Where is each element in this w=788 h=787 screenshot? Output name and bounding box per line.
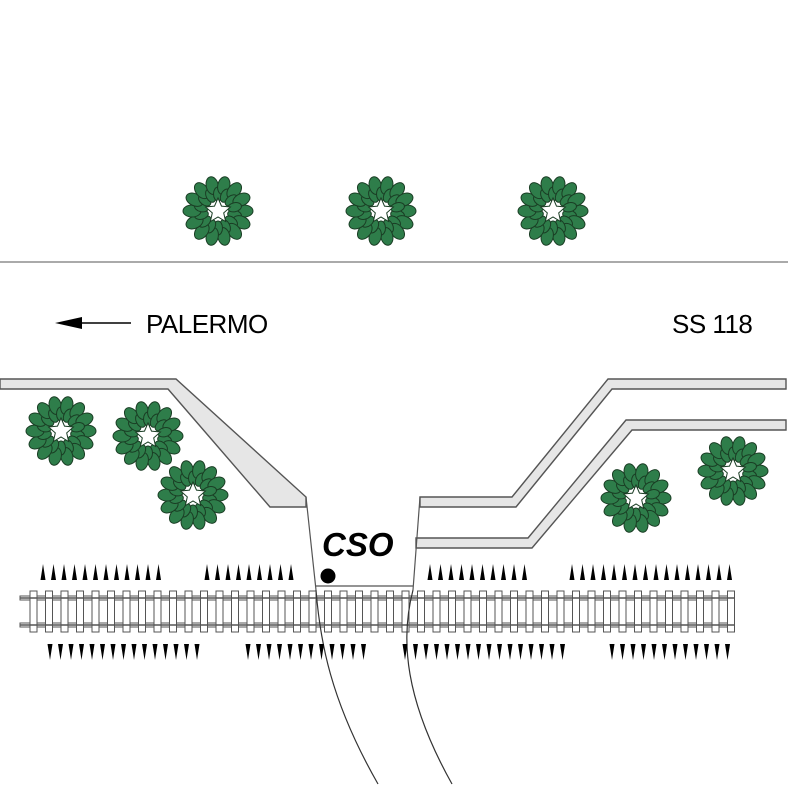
- tree-icon: [697, 436, 769, 506]
- railway-track: [19, 590, 735, 633]
- arrow-left-icon: [55, 317, 131, 329]
- station-dot-icon: [320, 568, 336, 584]
- tree-icon: [600, 463, 672, 533]
- grass-tufts: [40, 564, 732, 660]
- road-name-label: SS 118: [672, 309, 753, 339]
- curve-line-left: [315, 589, 379, 785]
- tree-icon: [25, 396, 97, 466]
- road-left: [0, 378, 307, 508]
- road-right-upper: [419, 378, 787, 508]
- tree-icon: [182, 176, 254, 246]
- tree-icon: [157, 460, 229, 530]
- station-outline: [305, 496, 421, 591]
- tree-icon: [112, 401, 184, 471]
- curve-line-right: [406, 589, 453, 785]
- direction-city-label: PALERMO: [146, 309, 268, 339]
- tree-icon: [517, 176, 589, 246]
- tree-icon: [345, 176, 417, 246]
- station-label: CSO: [322, 526, 394, 563]
